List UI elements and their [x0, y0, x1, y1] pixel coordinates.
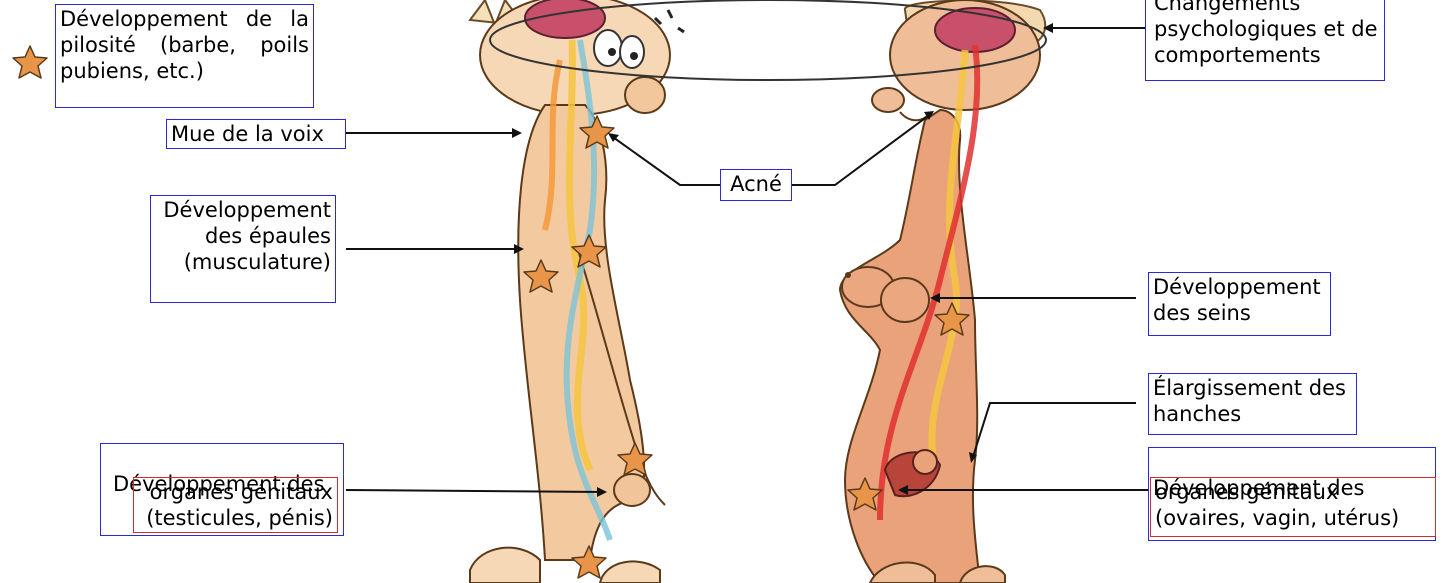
- legend-pilosity-label: Développement de la pilosité (barbe, poi…: [55, 4, 314, 108]
- legend-star-icon: [13, 46, 47, 78]
- voice-change-label: Mue de la voix: [166, 119, 346, 149]
- psych-changes-label: Changements psychologiques et de comport…: [1145, 0, 1385, 81]
- female-genitals-detail-box: organes génitaux (ovaires, vagin, utérus…: [1150, 477, 1436, 537]
- connector-lines: [346, 28, 1148, 492]
- breasts-label: Développement des seins: [1148, 272, 1331, 336]
- hips-label: Élargissement des hanches: [1148, 373, 1357, 435]
- male-genitals-detail-box: organes génitaux (testicules, pénis): [133, 477, 338, 533]
- male-figure: [470, 0, 684, 583]
- acne-label: Acné: [720, 169, 792, 201]
- shoulders-label: Développement des épaules (musculature): [150, 195, 336, 303]
